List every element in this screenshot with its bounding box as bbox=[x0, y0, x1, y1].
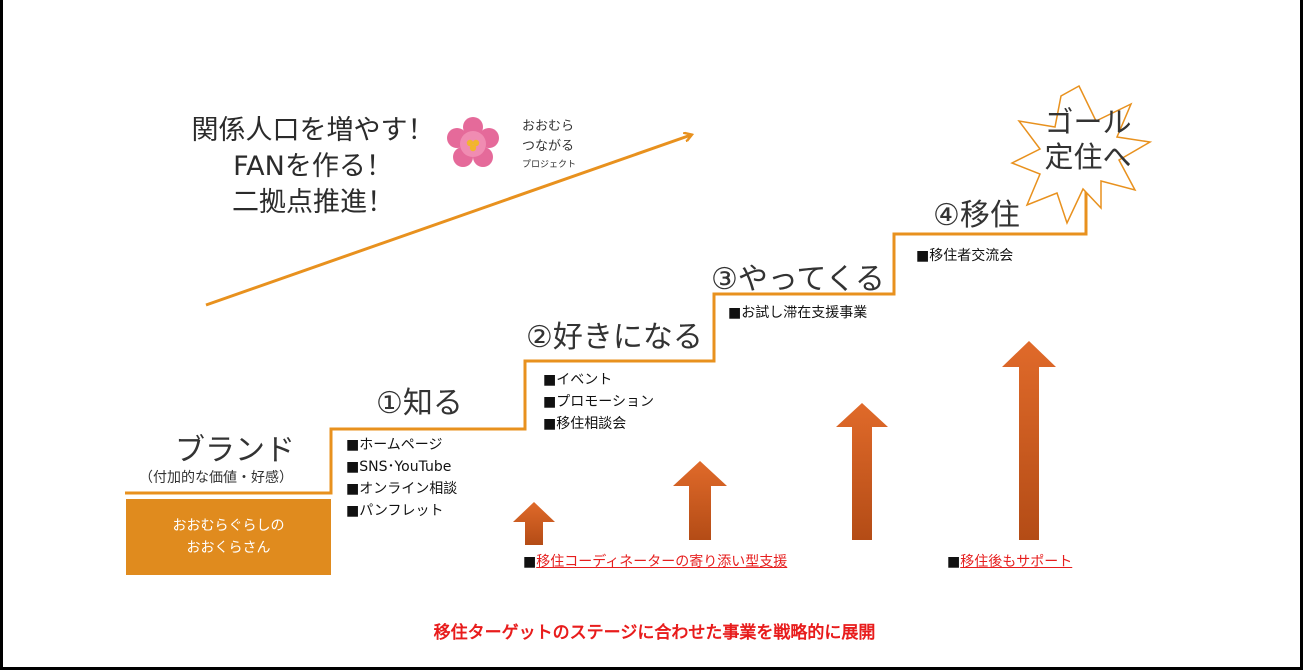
support-marker: ■ bbox=[523, 554, 537, 570]
step-3-title: ③やってくる bbox=[711, 262, 885, 297]
tagline-line: 二拠点推進！ bbox=[232, 187, 394, 218]
brand-box: おおむらぐらしの おおくらさん bbox=[126, 499, 331, 575]
logo-line-3: プロジェクト bbox=[522, 160, 577, 170]
brand-subtitle: （付加的な価値・好感） bbox=[139, 470, 293, 486]
support-text: 移住コーディネーターの寄り添い型支援 bbox=[536, 554, 788, 570]
step-item: ■プロモーション bbox=[543, 394, 654, 410]
goal-label: ゴール 定住へ bbox=[1008, 105, 1168, 175]
logo-text: おおむら つながる プロジェクト bbox=[522, 117, 576, 173]
goal-line-2: 定住へ bbox=[1044, 140, 1132, 174]
step-item: ■お試し滞在支援事業 bbox=[728, 305, 868, 321]
tagline-line: FANを作る！ bbox=[233, 151, 393, 182]
step-item: ■パンフレット bbox=[346, 503, 444, 519]
support-text: 移住後もサポート bbox=[960, 554, 1073, 570]
tagline-line: 関係人口を増やす！ bbox=[191, 115, 435, 146]
support-after-label: ■移住後もサポート bbox=[947, 551, 1072, 571]
step-item: ■SNS･YouTube bbox=[346, 459, 452, 475]
step-4-items: ■移住者交流会 bbox=[916, 245, 1013, 267]
staircase-graphic bbox=[125, 84, 1153, 545]
logo-flower-icon bbox=[447, 117, 499, 167]
step-2-title: ②好きになる bbox=[526, 320, 703, 355]
up-arrows bbox=[513, 341, 1056, 545]
support-marker: ■ bbox=[947, 554, 961, 570]
staircase-line bbox=[125, 178, 1088, 495]
brand-title: ブランド bbox=[175, 433, 295, 468]
support-coordinator-label: ■移住コーディネーターの寄り添い型支援 bbox=[523, 551, 787, 571]
step-item: ■移住相談会 bbox=[543, 416, 627, 432]
step-item: ■イベント bbox=[543, 372, 613, 388]
goal-line-1: ゴール bbox=[1044, 105, 1132, 139]
up-arrow-1 bbox=[513, 502, 555, 545]
up-arrow-4 bbox=[1002, 341, 1056, 540]
logo-line-1: おおむら bbox=[522, 119, 575, 134]
strategy-banner: 移住ターゲットのステージに合わせた事業を戦略的に展開 bbox=[433, 623, 876, 643]
goal-starburst bbox=[1010, 84, 1153, 226]
brand-box-line: おおくらさん bbox=[186, 540, 271, 556]
step-item: ■オンライン相談 bbox=[346, 481, 458, 497]
up-arrow-2 bbox=[673, 461, 727, 540]
tagline: 関係人口を増やす！ FANを作る！ 二拠点推進！ bbox=[163, 113, 463, 221]
step-2-items: ■イベント ■プロモーション ■移住相談会 bbox=[543, 369, 654, 435]
step-4-title: ④移住 bbox=[933, 198, 1020, 233]
step-1-title: ①知る bbox=[376, 386, 463, 421]
step-item: ■ホームページ bbox=[346, 437, 443, 453]
logo-line-2: つながる bbox=[522, 139, 575, 154]
growth-arrow bbox=[205, 135, 691, 307]
step-item: ■移住者交流会 bbox=[916, 248, 1014, 264]
step-3-items: ■お試し滞在支援事業 bbox=[728, 302, 908, 324]
up-arrow-3 bbox=[836, 403, 888, 540]
step-1-items: ■ホームページ ■SNS･YouTube ■オンライン相談 ■パンフレット bbox=[346, 434, 457, 522]
brand-box-line: おおむらぐらしの bbox=[172, 518, 285, 534]
